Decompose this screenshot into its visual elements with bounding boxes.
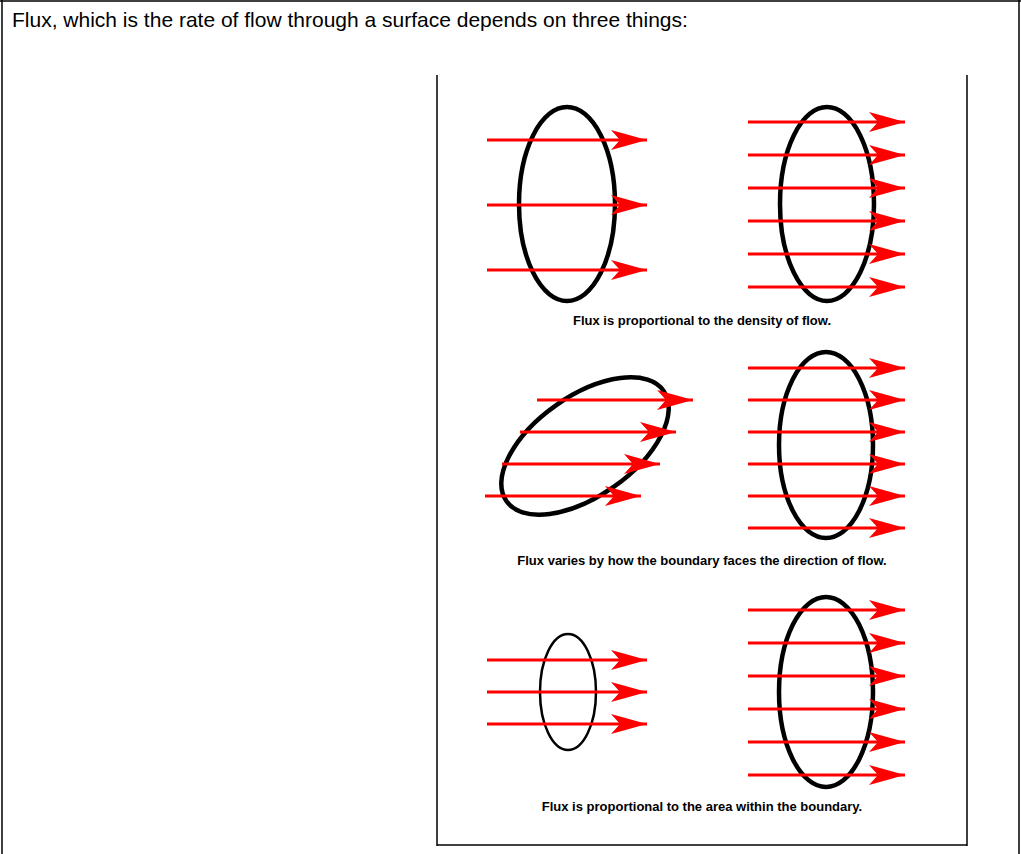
caption-text: Flux is proportional to the density of f… xyxy=(440,313,964,328)
flow-arrow xyxy=(748,642,905,645)
caption-holder: Flux is proportional to the density of f… xyxy=(440,313,964,328)
flow-arrow xyxy=(748,399,905,402)
panel-line xyxy=(966,75,968,846)
title-holder: Flux, which is the rate of flow through … xyxy=(12,8,1012,32)
flow-arrows xyxy=(485,122,905,775)
flow-arrow xyxy=(487,139,647,142)
flow-arrow xyxy=(748,527,905,530)
flow-arrow xyxy=(748,220,905,223)
frame-line xyxy=(1,0,3,854)
frame-line xyxy=(1018,0,1020,854)
flow-arrow xyxy=(748,495,905,498)
flow-arrow xyxy=(748,774,905,777)
flow-arrow xyxy=(748,463,905,466)
tilted-boundary-ellipse xyxy=(478,350,693,542)
boundary-ellipse xyxy=(779,352,873,538)
flow-arrow xyxy=(748,741,905,744)
caption-holder: Flux varies by how the boundary faces th… xyxy=(440,553,964,568)
boundary-ellipse xyxy=(779,597,873,787)
flow-arrow xyxy=(748,121,905,124)
flow-arrow xyxy=(748,708,905,711)
flow-arrow xyxy=(748,286,905,289)
flow-arrow xyxy=(748,187,905,190)
flow-arrow xyxy=(487,204,647,207)
caption-holder: Flux is proportional to the area within … xyxy=(440,799,964,814)
caption-text: Flux varies by how the boundary faces th… xyxy=(440,553,964,568)
boundary-group xyxy=(478,107,874,787)
boundary-ellipse xyxy=(780,107,874,301)
flow-arrow xyxy=(520,431,676,434)
frame-line xyxy=(0,0,1021,2)
panel-line xyxy=(437,844,967,846)
flow-arrow xyxy=(537,399,693,402)
flow-arrow xyxy=(487,659,647,662)
flow-arrow xyxy=(485,495,641,498)
flow-arrow xyxy=(487,269,647,272)
flow-arrow xyxy=(748,675,905,678)
flow-arrow xyxy=(487,691,647,694)
flow-arrow xyxy=(748,154,905,157)
heading-text: Flux, which is the rate of flow through … xyxy=(12,8,1012,32)
flow-arrow xyxy=(487,723,647,726)
caption-text: Flux is proportional to the area within … xyxy=(440,799,964,814)
flow-arrow xyxy=(748,253,905,256)
flow-arrow xyxy=(748,367,905,370)
flow-arrow xyxy=(502,463,660,466)
flow-arrow xyxy=(748,431,905,434)
flow-arrow xyxy=(748,609,905,612)
panel-line xyxy=(436,75,438,846)
